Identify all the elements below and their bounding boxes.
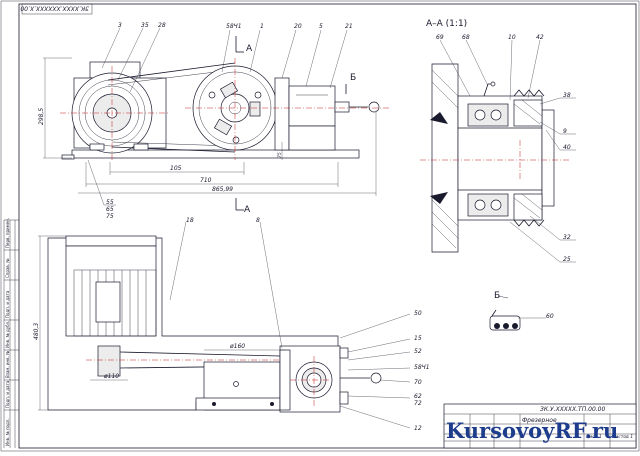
svg-text:20: 20 <box>294 23 302 30</box>
chuck-jaw <box>249 101 261 117</box>
watermark-logo: KursovoyRF.ru <box>446 418 618 443</box>
svg-text:18: 18 <box>186 217 194 224</box>
svg-text:ЗК.У.ХХХХХ.ТП.00.00: ЗК.У.ХХХХХ.ТП.00.00 <box>540 406 605 413</box>
svg-text:40: 40 <box>563 144 571 151</box>
svg-text:865,99: 865,99 <box>212 186 233 193</box>
svg-text:298,5: 298,5 <box>38 108 45 125</box>
svg-text:Фрезерное: Фрезерное <box>522 417 557 424</box>
svg-text:12: 12 <box>414 425 422 432</box>
svg-text:69: 69 <box>436 34 444 41</box>
svg-text:10: 10 <box>508 34 516 41</box>
inner-frame <box>18 3 637 449</box>
bearing-lower <box>467 193 509 217</box>
title-block-frame <box>443 403 637 449</box>
drive-belt <box>107 62 236 81</box>
view-b: Б 60 <box>489 291 554 331</box>
svg-text:58Ч1: 58Ч1 <box>226 23 242 30</box>
top-belt <box>119 351 281 357</box>
top-left-stamp: ЗК.ХХХХ.ХХХХХХ.Х.00 <box>20 3 93 15</box>
svg-text:3: 3 <box>118 22 122 29</box>
svg-text:Листов 1: Листов 1 <box>611 434 633 440</box>
svg-text:ø160: ø160 <box>229 343 245 350</box>
svg-text:35: 35 <box>141 22 149 29</box>
svg-text:Подп. и дата: Подп. и дата <box>5 290 10 318</box>
svg-text:А: А <box>244 205 251 215</box>
svg-text:Б: Б <box>350 73 356 83</box>
left-margin-strip: Перв. примен. Справ. № Подп. и дата Инв.… <box>3 218 19 448</box>
svg-text:42: 42 <box>536 34 544 41</box>
svg-text:68: 68 <box>462 34 470 41</box>
svg-text:Перв. примен.: Перв. примен. <box>5 218 10 248</box>
svg-text:710: 710 <box>200 177 212 184</box>
svg-text:52: 52 <box>414 348 422 355</box>
svg-text:Справ. №: Справ. № <box>5 259 10 278</box>
headstock <box>288 85 336 127</box>
svg-text:Подп. и дата: Подп. и дата <box>5 380 10 408</box>
handle-knob <box>368 101 380 113</box>
title-block: ЗК.У.ХХХХХ.ТП.00.00 Фрезерное Лист 1 Лис… <box>443 403 637 449</box>
svg-text:15: 15 <box>414 335 422 342</box>
chuck-jaw <box>219 81 239 99</box>
svg-text:480,3: 480,3 <box>33 323 40 340</box>
top-motor-pulley <box>97 345 121 377</box>
svg-text:А: А <box>246 44 253 54</box>
base-plate <box>71 149 360 159</box>
svg-text:ЗК.ХХХХ.ХХХХХХ.Х.00: ЗК.ХХХХ.ХХХХХХ.Х.00 <box>20 5 89 12</box>
svg-text:75: 75 <box>277 152 283 158</box>
svg-text:65: 65 <box>106 206 114 213</box>
svg-text:Лист 1: Лист 1 <box>585 434 602 440</box>
svg-text:105: 105 <box>170 165 182 172</box>
svg-text:72: 72 <box>414 400 422 407</box>
svg-text:28: 28 <box>158 22 166 29</box>
svg-text:60: 60 <box>546 313 554 320</box>
svg-text:55: 55 <box>106 199 114 206</box>
svg-text:75: 75 <box>106 213 114 220</box>
top-view: А <box>33 198 430 432</box>
svg-text:Б: Б <box>494 291 500 301</box>
svg-text:Инв. № подл.: Инв. № подл. <box>5 418 10 446</box>
svg-text:9: 9 <box>563 128 567 135</box>
front-view: А Б 3 35 28 58Ч1 1 20 5 21 298,5 75 105 <box>38 22 390 220</box>
section-flange <box>431 63 459 253</box>
svg-text:Инв. № дубл.: Инв. № дубл. <box>5 321 10 348</box>
svg-text:70: 70 <box>414 379 422 386</box>
bearing-upper <box>467 103 509 127</box>
svg-text:5: 5 <box>319 23 323 30</box>
svg-text:62: 62 <box>414 393 422 400</box>
svg-text:50: 50 <box>414 310 422 317</box>
svg-text:58Ч1: 58Ч1 <box>414 364 430 371</box>
svg-text:1: 1 <box>260 23 264 30</box>
svg-text:Взам. инв. №: Взам. инв. № <box>5 351 10 378</box>
section-a-a: А–А (1:1) <box>420 19 576 263</box>
svg-text:ø110: ø110 <box>103 373 119 380</box>
svg-text:25: 25 <box>563 256 571 263</box>
chuck-jaw <box>213 118 233 136</box>
svg-text:21: 21 <box>345 23 353 30</box>
svg-text:А–А (1:1): А–А (1:1) <box>426 19 467 29</box>
top-handle-knob <box>370 372 382 384</box>
svg-text:8: 8 <box>256 217 260 224</box>
headstock-flange <box>274 77 290 151</box>
svg-text:32: 32 <box>563 234 571 241</box>
svg-text:38: 38 <box>563 92 571 99</box>
